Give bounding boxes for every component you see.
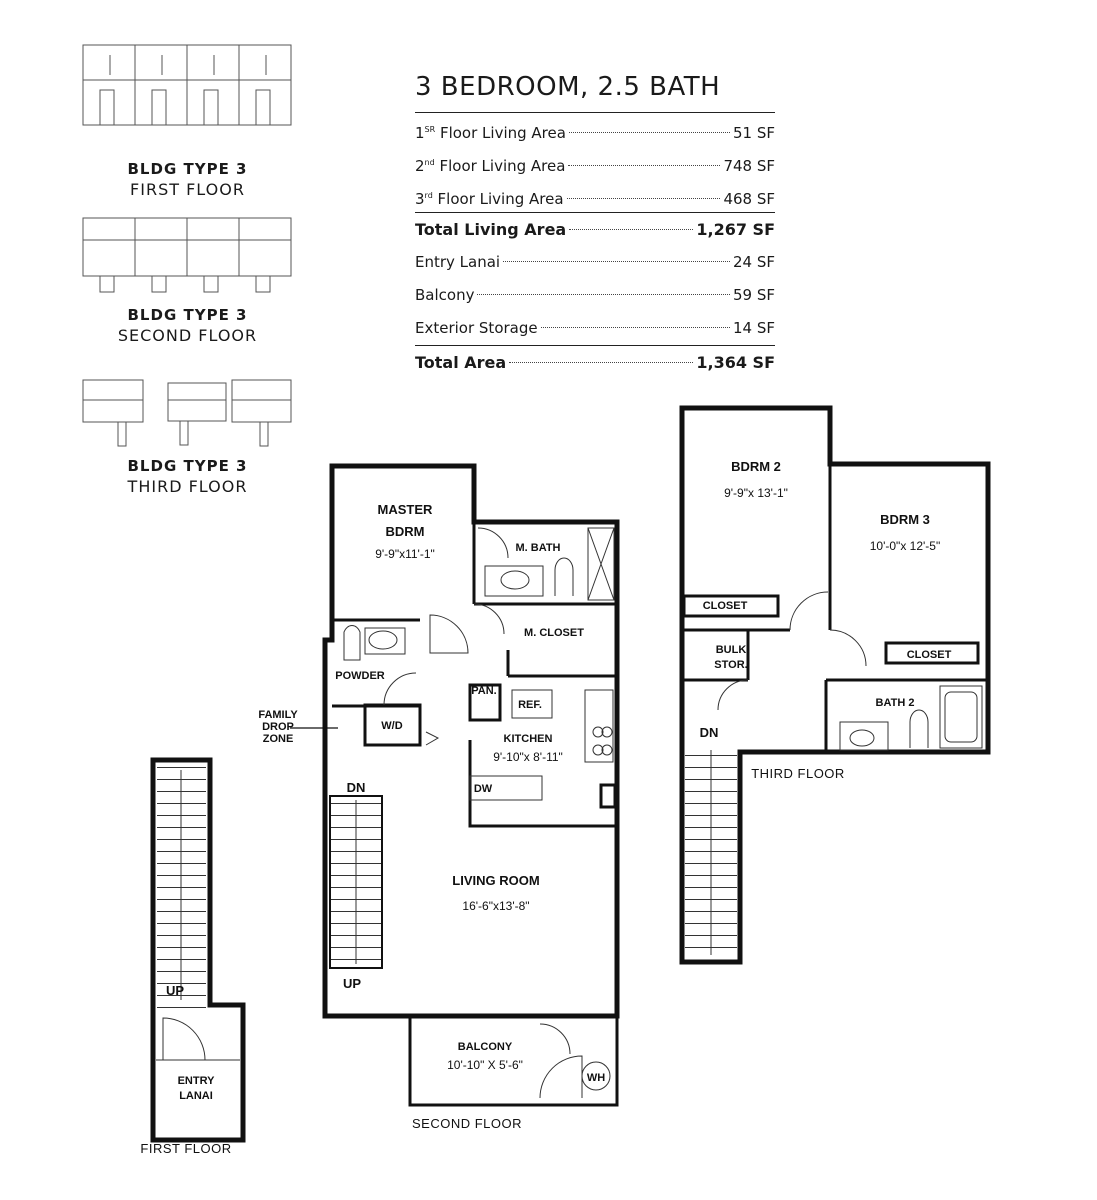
bldg-title-2: BLDG TYPE 3 <box>127 306 248 324</box>
area-label: 3rd Floor Living Area <box>415 190 564 208</box>
entry-lanai-label-1: ENTRY <box>178 1075 216 1087</box>
area-row-entry-lanai: Entry Lanai 24 SF <box>415 246 775 279</box>
family-drop-zone-label-2: DROP <box>262 721 294 733</box>
family-drop-zone-label-3: ZONE <box>263 733 294 745</box>
bath2-label: BATH 2 <box>876 697 915 709</box>
area-value: 24 SF <box>732 253 775 271</box>
unit-type-heading: 3 BEDROOM, 2.5 BATH <box>415 72 775 113</box>
entry-lanai-label-2: LANAI <box>179 1090 213 1102</box>
master-bdrm-label-1: MASTER <box>378 502 434 517</box>
area-row-second-floor: 2nd Floor Living Area 748 SF <box>415 146 775 179</box>
master-bdrm-label-2: BDRM <box>386 524 425 539</box>
water-heater-label: WH <box>587 1072 605 1084</box>
area-summary: 3 BEDROOM, 2.5 BATH 1SR Floor Living Are… <box>415 72 775 379</box>
bdrm3-closet-label: CLOSET <box>907 649 952 661</box>
total-living-area-row: Total Living Area 1,267 SF <box>415 213 775 246</box>
washer-dryer-label: W/D <box>381 720 402 732</box>
bulk-storage-label-1: BULK <box>716 644 747 656</box>
master-bath-label: M. BATH <box>515 542 560 554</box>
area-value: 14 SF <box>732 319 775 337</box>
third-floor-plan: BDRM 2 9'-9"x 13'-1" CLOSET BULK STOR. D… <box>679 405 991 965</box>
second-floor-stair-down: DN <box>347 780 366 795</box>
third-floor-stair-down: DN <box>700 725 719 740</box>
bldg-third-floor-thumbnail <box>80 375 295 450</box>
area-row-balcony: Balcony 59 SF <box>415 279 775 312</box>
area-value: 59 SF <box>732 286 775 304</box>
total-area-value: 1,364 SF <box>696 353 775 372</box>
total-area-row: Total Area 1,364 SF <box>415 346 775 379</box>
area-row-third-floor: 3rd Floor Living Area 468 SF <box>415 179 775 212</box>
bdrm2-dimensions: 9'-9"x 13'-1" <box>724 486 788 500</box>
bldg-subtitle-2: SECOND FLOOR <box>117 326 258 345</box>
first-floor-plan: UP ENTRY LANAI FIRST FLOOR <box>140 757 246 1156</box>
living-room-label: LIVING ROOM <box>452 873 539 888</box>
total-living-value: 1,267 SF <box>696 220 775 239</box>
total-area-label: Total Area <box>415 353 507 372</box>
bldg-second-floor-thumbnail <box>80 210 295 295</box>
area-row-first-floor: 1SR Floor Living Area 51 SF <box>415 113 775 146</box>
bulk-storage-label-2: STOR. <box>714 659 747 671</box>
area-label: 1SR Floor Living Area <box>415 124 566 142</box>
kitchen-label: KITCHEN <box>504 733 553 745</box>
first-floor-stair-up: UP <box>166 983 184 998</box>
bdrm2-label: BDRM 2 <box>731 459 781 474</box>
bldg-title-1: BLDG TYPE 3 <box>127 160 248 178</box>
bdrm3-label: BDRM 3 <box>880 512 930 527</box>
area-value: 468 SF <box>723 190 775 208</box>
powder-room-label: POWDER <box>335 670 385 682</box>
bdrm2-closet-label: CLOSET <box>703 600 748 612</box>
area-label: Entry Lanai <box>415 253 501 271</box>
second-floor-caption: SECOND FLOOR <box>412 1116 522 1131</box>
second-floor-plan: MASTER BDRM 9'-9"x11'-1" M. BATH M. CLOS… <box>258 463 620 1131</box>
kitchen-dimensions: 9'-10"x 8'-11" <box>493 750 563 764</box>
first-floor-caption: FIRST FLOOR <box>140 1141 231 1156</box>
balcony-dimensions: 10'-10" X 5'-6" <box>447 1058 523 1072</box>
balcony-label: BALCONY <box>458 1041 513 1053</box>
pantry-label: PAN. <box>471 685 496 697</box>
bldg-first-floor-thumbnail <box>80 35 295 135</box>
area-value: 51 SF <box>732 124 775 142</box>
bldg-title-3: BLDG TYPE 3 <box>127 457 248 475</box>
total-living-label: Total Living Area <box>415 220 567 239</box>
area-label: 2nd Floor Living Area <box>415 157 566 175</box>
area-label: Exterior Storage <box>415 319 538 337</box>
bldg-subtitle-1: FIRST FLOOR <box>130 180 245 199</box>
living-room-dimensions: 16'-6"x13'-8" <box>462 899 529 913</box>
dishwasher-label: DW <box>474 783 493 795</box>
bdrm3-dimensions: 10'-0"x 12'-5" <box>870 539 940 553</box>
family-drop-zone-label-1: FAMILY <box>258 709 298 721</box>
area-value: 748 SF <box>723 157 775 175</box>
master-closet-label: M. CLOSET <box>524 627 584 639</box>
master-bdrm-dimensions: 9'-9"x11'-1" <box>375 547 435 561</box>
third-floor-caption: THIRD FLOOR <box>751 766 845 781</box>
area-row-exterior-storage: Exterior Storage 14 SF <box>415 312 775 345</box>
second-floor-stair-up: UP <box>343 976 361 991</box>
area-label: Balcony <box>415 286 475 304</box>
refrigerator-label: REF. <box>518 699 542 711</box>
bldg-subtitle-3: THIRD FLOOR <box>127 477 248 496</box>
